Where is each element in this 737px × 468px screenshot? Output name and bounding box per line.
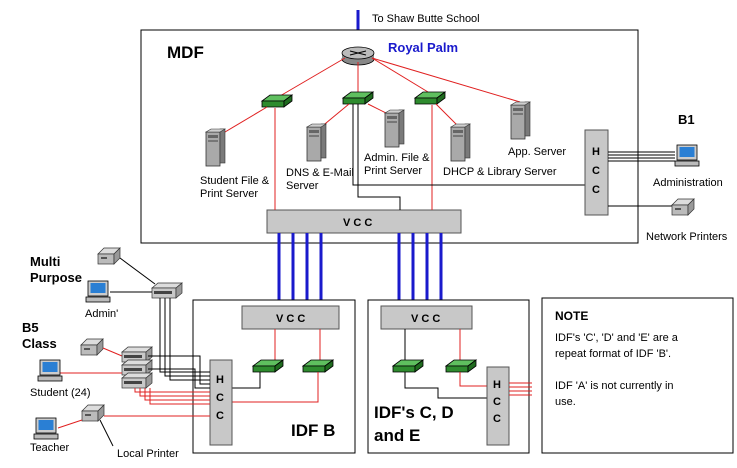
multi-purpose-printer-icon [97,247,121,265]
admin-label: Admin' [85,308,118,320]
b1-label: B1 [678,112,695,127]
admin-server-label: Admin. File &Print Server [364,152,430,177]
admin-server-icon [384,109,405,148]
app-server-icon [510,101,531,140]
mdf-hcc-panel [584,129,609,216]
student-pc-icon [37,359,63,382]
uplink-label: To Shaw Butte School [372,13,480,25]
multi-purpose-hub-icon [151,282,183,299]
b5-printer-icon [80,338,104,356]
idf-cde-vcc-label: V C C [411,313,440,325]
teacher-label: Teacher [30,442,69,454]
dns-server-icon [306,123,327,162]
dhcp-server-label: DHCP & Library Server [443,166,557,178]
network-printers-label: Network Printers [646,231,728,243]
idf-b-label: IDF B [291,421,335,440]
mdf-label: MDF [167,43,204,62]
mdf-vcc-label: V C C [343,217,372,229]
network-printer-icon [671,198,695,216]
note-box [541,297,734,454]
student-server-icon [205,128,226,167]
administration-label: Administration [653,177,723,189]
router-label: Royal Palm [388,40,458,55]
student-server-label: Student File &Print Server [200,175,270,200]
note-title: NOTE [555,309,588,323]
local-printer-icon [81,404,105,422]
idf-cde-hcc-panel [486,366,510,446]
admin-pc-icon [85,280,111,303]
mdf-vcc-panel [266,209,462,234]
idf-cde-vcc-panel [380,305,473,330]
teacher-pc-icon [33,417,59,440]
student-label: Student (24) [30,387,91,399]
app-server-label: App. Server [508,146,566,158]
local-printer-label: Local Printer [117,448,179,460]
dhcp-server-icon [450,123,471,162]
router-icon [341,46,375,66]
idf-b-vcc-panel [241,305,340,330]
idf-b-vcc-label: V C C [276,313,305,325]
b5-hub-bottom-icon [121,372,153,389]
administration-pc-icon [674,144,700,167]
idf-b-hcc-panel [209,359,233,446]
